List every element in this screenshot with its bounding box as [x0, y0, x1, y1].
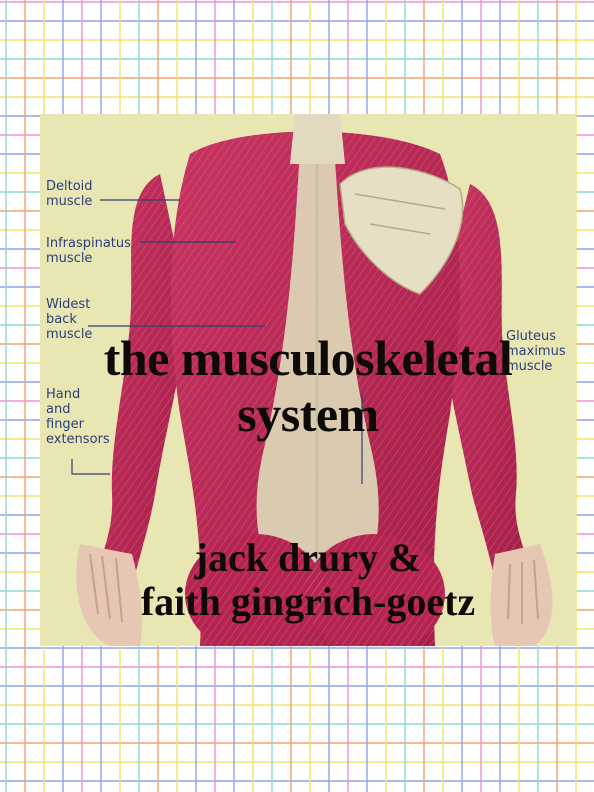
- title-line-1: the musculoskeletal: [103, 330, 513, 386]
- label-infraspinatus: Infraspinatus muscle: [46, 236, 131, 266]
- author-line-2: faith gingrich-goetz: [140, 579, 476, 624]
- cover-authors: jack drury & faith gingrich-goetz: [40, 536, 576, 624]
- label-deltoid: Deltoid muscle: [46, 179, 93, 209]
- title-line-2: system: [237, 386, 379, 442]
- back-muscles-figure: [71, 114, 553, 646]
- anatomy-illustration: Deltoid muscle Infraspinatus muscle Wide…: [40, 114, 576, 646]
- label-widest-back: Widest back muscle: [46, 297, 93, 342]
- cover-title: the musculoskeletal system: [40, 330, 576, 442]
- label-hand-finger-extensors: Hand and finger extensors: [46, 387, 110, 447]
- label-gluteus: Gluteus maximus muscle: [506, 329, 566, 374]
- author-line-1: jack drury &: [194, 535, 422, 580]
